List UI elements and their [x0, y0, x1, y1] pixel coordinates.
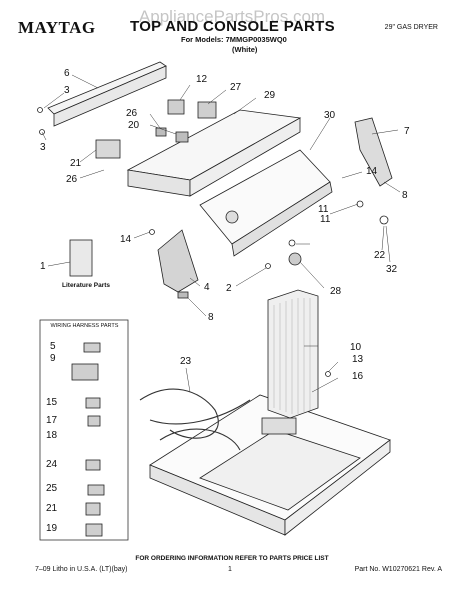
- model-color: (White): [232, 45, 258, 54]
- callout-27: 27: [230, 82, 242, 93]
- harness-parts-box: [39, 319, 129, 541]
- callout-2: 2: [226, 283, 232, 294]
- callout-21b: 21: [46, 503, 58, 514]
- callout-24: 24: [46, 459, 58, 470]
- callout-5: 5: [50, 341, 56, 352]
- callout-19: 19: [46, 523, 58, 534]
- callout-15: 15: [46, 397, 58, 408]
- lint-screen: [267, 289, 319, 419]
- harness-box-title: WIRING HARNESS PARTS: [50, 323, 119, 329]
- callout-14b: 14: [120, 234, 132, 245]
- part-number: Part No. W10270621 Rev. A: [354, 566, 442, 573]
- callout-20: 20: [128, 120, 140, 131]
- watermark: AppliancePartsPros.com: [138, 7, 326, 26]
- callout-8b: 8: [208, 312, 214, 323]
- callout-3: 3: [64, 85, 70, 96]
- callout-10: 10: [350, 342, 362, 353]
- callout-29: 29: [264, 90, 276, 101]
- callout-11b: 11: [320, 214, 331, 225]
- callout-16: 16: [352, 371, 364, 382]
- callout-22: 22: [374, 250, 386, 261]
- callout-26: 26: [126, 108, 138, 119]
- switch-27: [197, 101, 217, 119]
- callout-4: 4: [204, 282, 210, 293]
- callout-28: 28: [330, 286, 342, 297]
- literature-booklet: [69, 239, 93, 277]
- callout-18: 18: [46, 430, 58, 441]
- page-number: 1: [228, 566, 232, 573]
- callout-11: 11: [318, 204, 329, 215]
- brand-logo: MAYTAG: [18, 18, 96, 37]
- callout-8: 8: [402, 190, 408, 201]
- callout-7: 7: [404, 126, 410, 137]
- callout-13: 13: [352, 354, 364, 365]
- callout-21: 21: [70, 158, 82, 169]
- callout-30: 30: [324, 110, 336, 121]
- callout-23: 23: [180, 356, 192, 367]
- callout-12: 12: [196, 74, 208, 85]
- callout-9: 9: [50, 353, 56, 364]
- callout-3b: 3: [40, 142, 46, 153]
- callout-6: 6: [64, 68, 70, 79]
- model-numbers: For Models: 7MMGP0035WQ0: [181, 35, 287, 44]
- end-cap-right: [354, 117, 393, 187]
- timer: [95, 139, 121, 159]
- page-title: TOP AND CONSOLE PARTS: [130, 18, 335, 35]
- end-cap-left: [157, 229, 199, 293]
- callout-14: 14: [366, 166, 378, 177]
- wiring-harness: [139, 388, 251, 451]
- litho-note: 7–09 Litho in U.S.A. (LT)(bay): [35, 566, 128, 573]
- literature-label: Literature Parts: [62, 282, 111, 289]
- callout-17: 17: [46, 415, 58, 426]
- callout-1: 1: [40, 261, 46, 272]
- callout-32: 32: [386, 264, 398, 275]
- switch-12: [167, 99, 185, 115]
- callout-26b: 26: [66, 174, 78, 185]
- callout-25: 25: [46, 483, 58, 494]
- ordering-note: FOR ORDERING INFORMATION REFER TO PARTS …: [135, 555, 329, 562]
- console-knob: [225, 210, 239, 224]
- product-label: 29" GAS DRYER: [384, 24, 438, 31]
